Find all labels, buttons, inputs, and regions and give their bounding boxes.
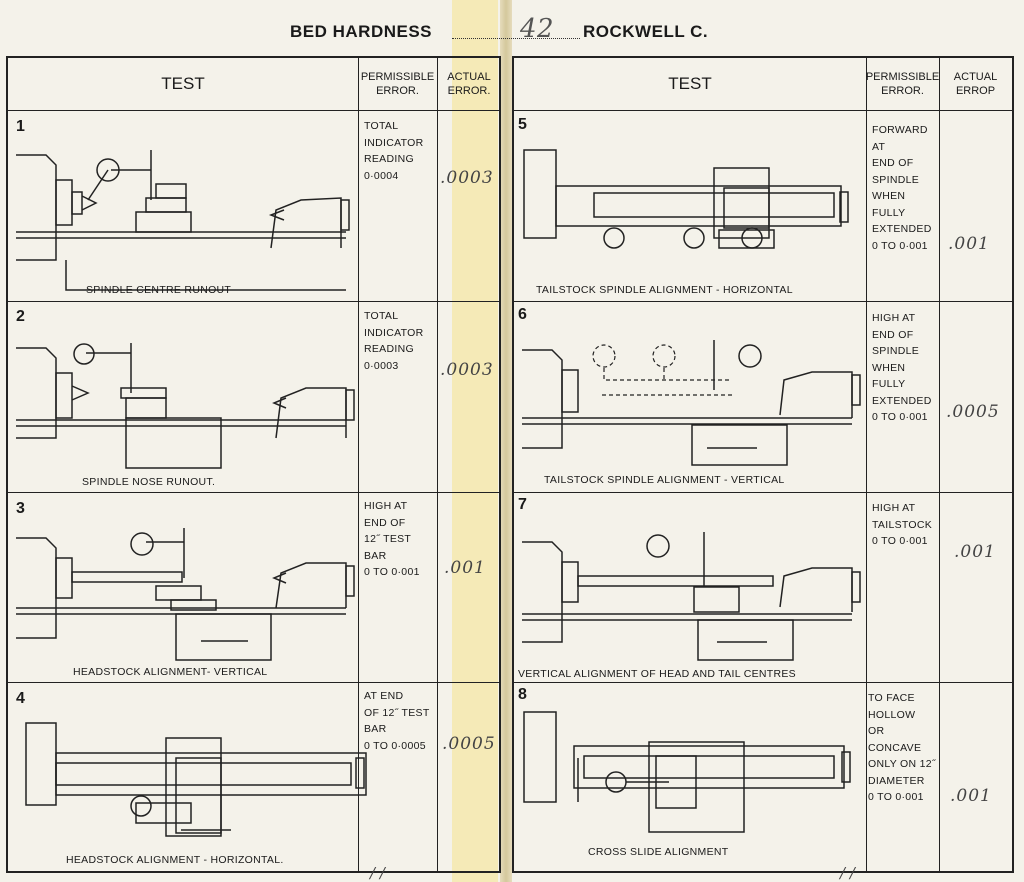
actual-error-handwritten: .0005: [946, 402, 1000, 422]
actual-error-handwritten: .0003: [440, 168, 494, 188]
lathe-diagram-3: [16, 528, 355, 661]
page-spine: [500, 0, 512, 882]
row-divider: [514, 492, 1012, 493]
page-header: BED HARDNESS 42 ROCKWELL C.: [0, 14, 1024, 50]
test-number: 2: [16, 308, 25, 325]
test-number: 6: [518, 306, 527, 323]
actual-header: ACTUAL ERROP: [953, 71, 998, 97]
row-divider: [514, 110, 1012, 111]
row-divider: [8, 110, 499, 111]
permissible-error: TO FACE HOLLOW OR CONCAVE ONLY ON 12˝ DI…: [868, 692, 936, 803]
actual-error-handwritten: .001: [948, 234, 990, 254]
row-divider: [8, 682, 499, 683]
right-test-table: TEST PERMISSIBLE ERROR. ACTUAL ERROP 5 T…: [512, 56, 1014, 873]
lathe-diagram-8: [523, 711, 851, 833]
test-caption: SPINDLE CENTRE RUNOUT: [86, 284, 232, 296]
test-caption: CROSS SLIDE ALIGNMENT: [588, 846, 729, 858]
lathe-diagram-5: [523, 149, 849, 249]
left-test-table: TEST PERMISSIBLE ERROR. ACTUAL ERROR. 1 …: [6, 56, 501, 873]
rockwell-label: ROCKWELL C.: [583, 22, 709, 41]
test-number: 1: [16, 118, 25, 135]
test-header: TEST: [161, 74, 205, 93]
test-number: 3: [16, 500, 25, 517]
test-number: 7: [518, 496, 527, 513]
permissible-header: PERMISSIBLE ERROR.: [360, 71, 435, 97]
lathe-diagram-4: [25, 722, 367, 837]
hardness-fill-line: [452, 22, 580, 39]
row-divider: [8, 492, 499, 493]
bed-hardness-label: BED HARDNESS: [290, 22, 433, 41]
actual-error-handwritten: .001: [950, 786, 992, 806]
actual-error-handwritten: .001: [954, 542, 996, 562]
row-divider: [514, 682, 1012, 683]
test-caption: TAILSTOCK SPINDLE ALIGNMENT - VERTICAL: [544, 474, 785, 486]
lathe-diagram-2: [16, 343, 355, 469]
permissible-error: HIGH AT TAILSTOCK 0 TO 0·001: [872, 502, 933, 547]
permissible-error: TOTAL INDICATOR READING 0·0003: [364, 310, 424, 372]
footer-mark-left: / /: [370, 864, 385, 882]
footer-mark-right: / /: [840, 864, 855, 882]
hardness-value: 42: [520, 14, 555, 44]
test-caption: SPINDLE NOSE RUNOUT.: [82, 476, 216, 488]
test-caption: HEADSTOCK ALIGNMENT - HORIZONTAL.: [66, 854, 284, 866]
highlight-band: [452, 0, 498, 882]
permissible-error: FORWARD AT END OF SPINDLE WHEN FULLY EXT…: [872, 124, 932, 252]
row-divider: [8, 301, 499, 302]
permissible-error: AT END OF 12˝ TEST BAR 0 TO 0·0005: [364, 690, 430, 752]
actual-header: ACTUAL ERROR.: [447, 71, 491, 97]
test-number: 8: [518, 686, 527, 703]
lathe-diagram-7: [522, 532, 861, 661]
col-divider: [358, 58, 359, 871]
permissible-error: HIGH AT END OF 12˝ TEST BAR 0 TO 0·001: [364, 500, 420, 578]
row-divider: [514, 301, 1012, 302]
test-number: 5: [518, 116, 527, 133]
test-caption: VERTICAL ALIGNMENT OF HEAD AND TAIL CENT…: [518, 668, 796, 680]
test-header: TEST: [668, 74, 712, 93]
test-number: 4: [16, 690, 25, 707]
actual-error-handwritten: .0003: [440, 360, 494, 380]
permissible-header: PERMISSIBLE ERROR.: [865, 71, 940, 97]
col-divider: [939, 58, 940, 871]
col-divider: [866, 58, 867, 871]
actual-error-handwritten: .001: [444, 558, 486, 578]
test-caption: TAILSTOCK SPINDLE ALIGNMENT - HORIZONTAL: [536, 284, 793, 296]
actual-error-handwritten: .0005: [442, 734, 496, 754]
test-caption: HEADSTOCK ALIGNMENT- VERTICAL: [73, 666, 268, 678]
lathe-diagram-6: [522, 340, 861, 466]
col-divider: [437, 58, 438, 871]
lathe-diagram-1: [16, 150, 350, 291]
permissible-error: HIGH AT END OF SPINDLE WHEN FULLY EXTEND…: [872, 312, 932, 423]
permissible-error: TOTAL INDICATOR READING 0·0004: [364, 120, 424, 182]
